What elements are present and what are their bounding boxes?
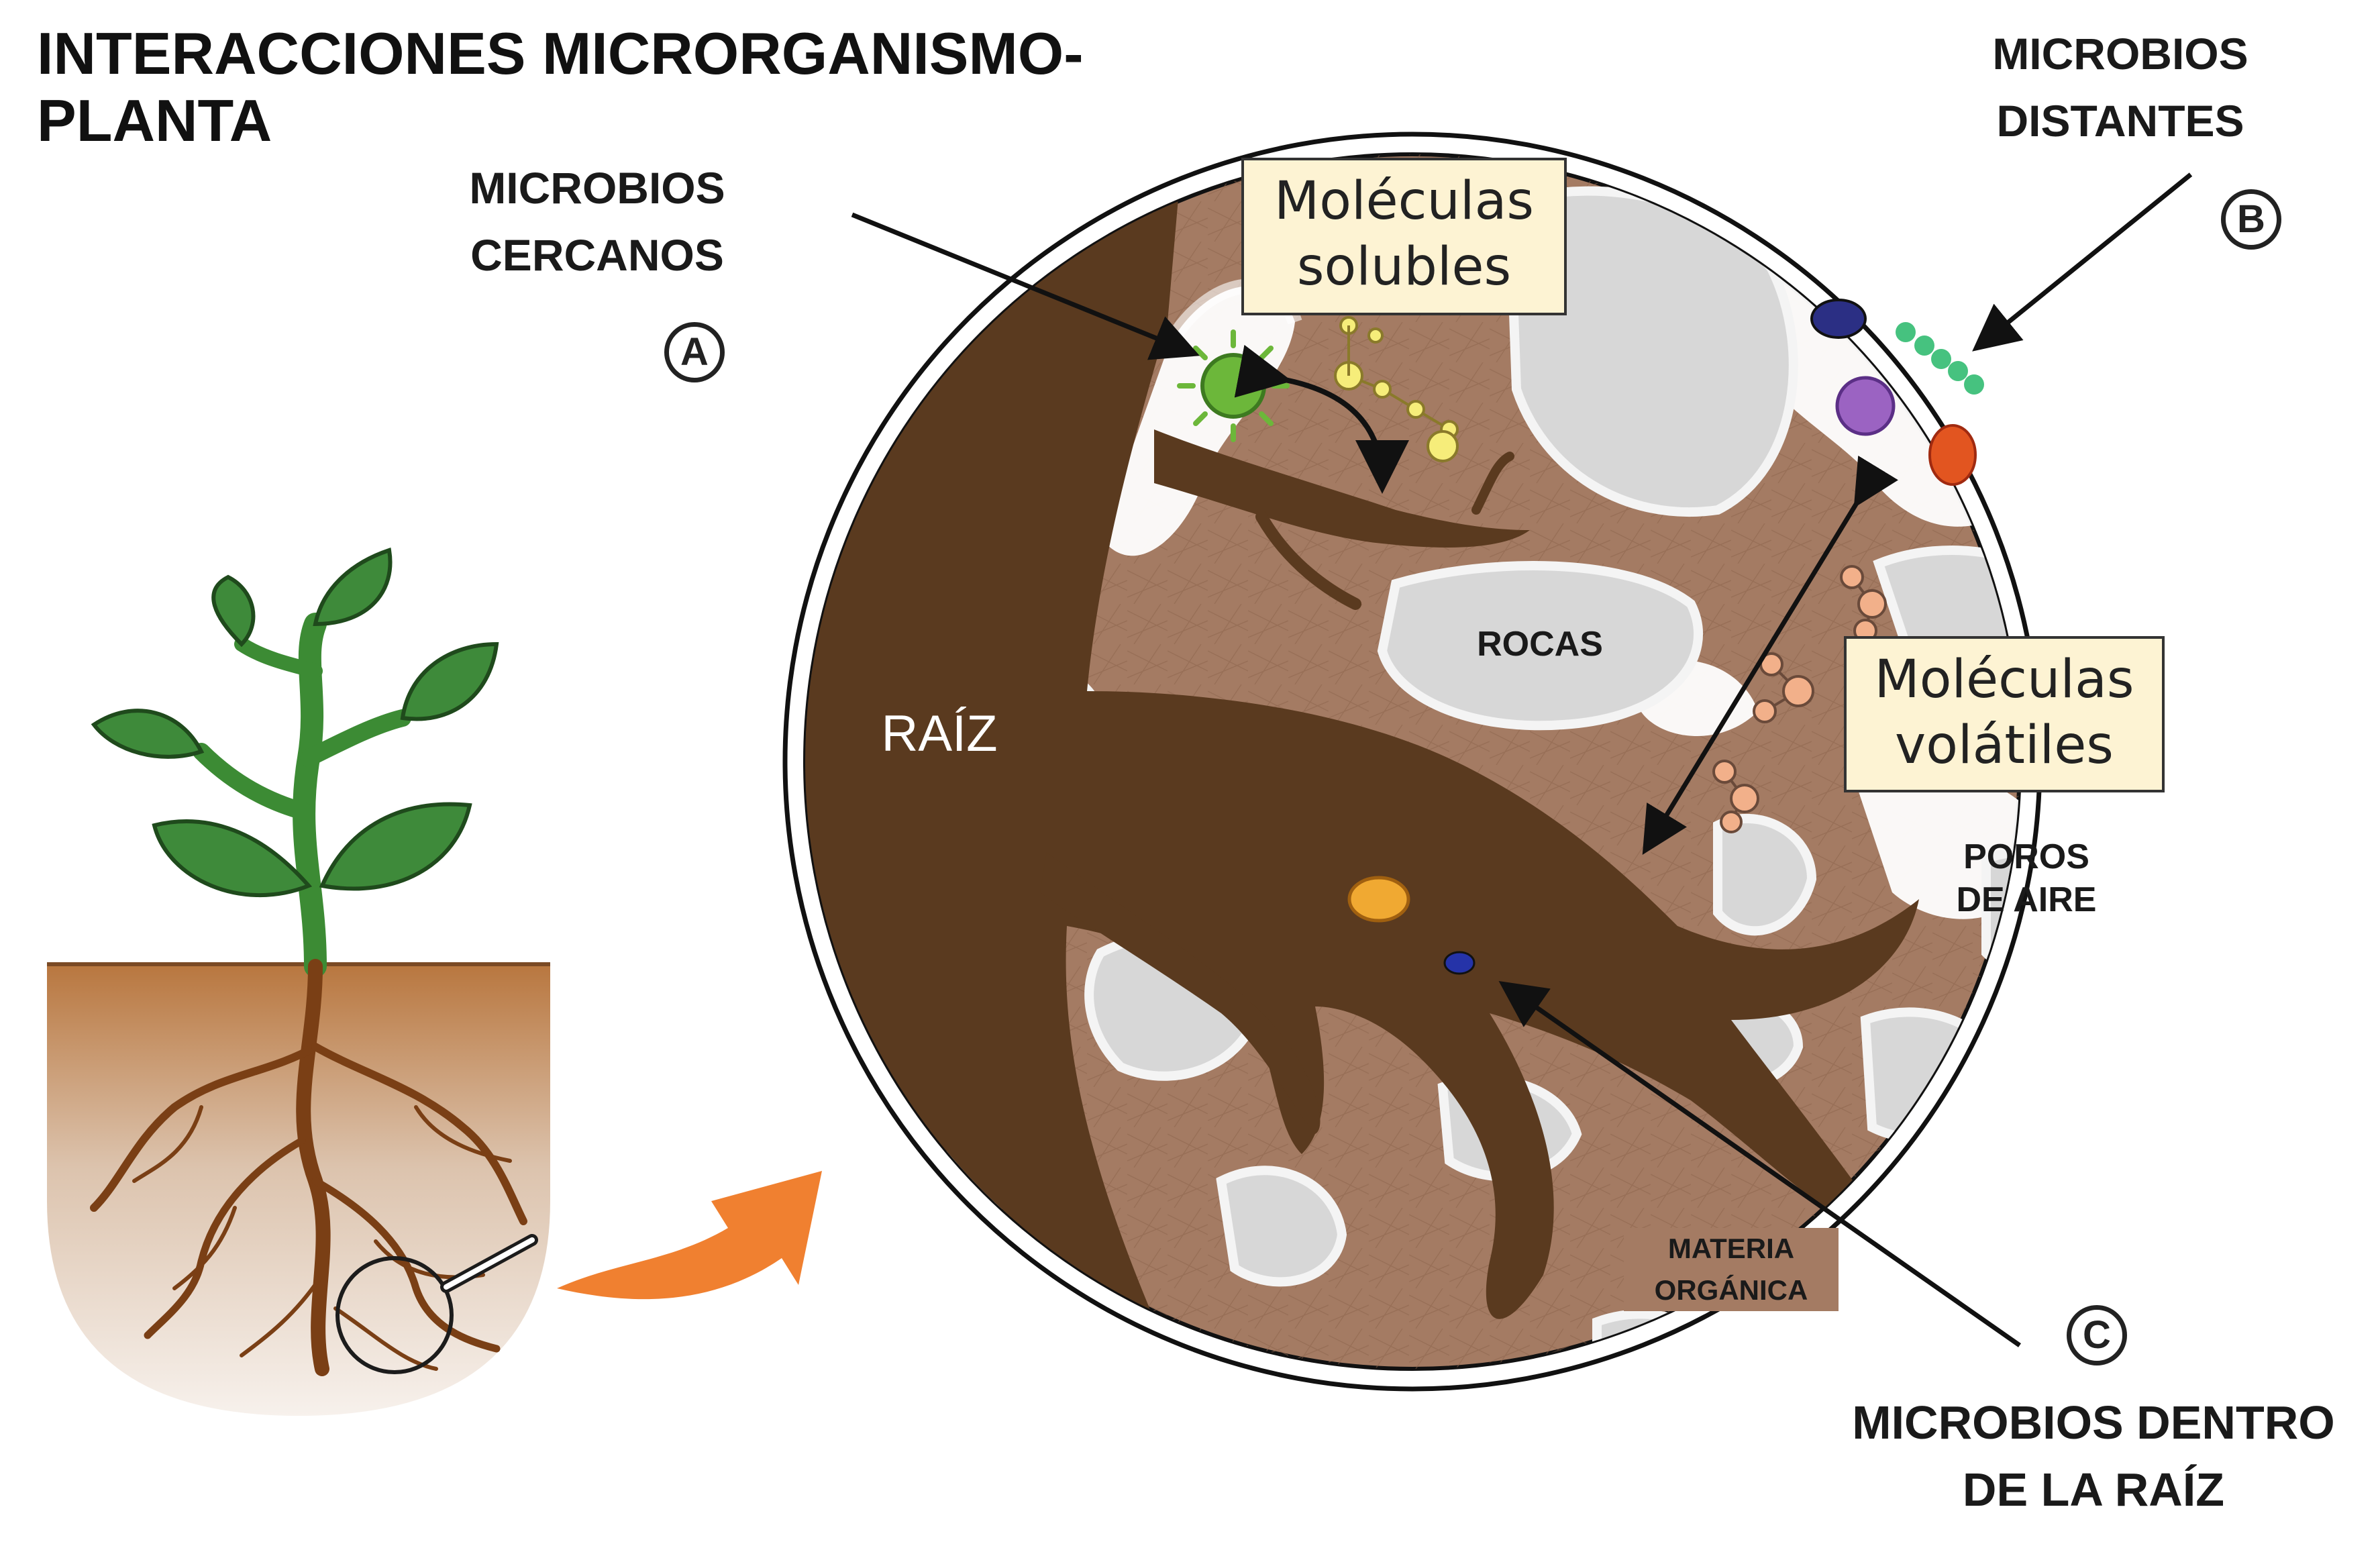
near-microbes-line-2: CERCANOS — [470, 230, 724, 280]
root-label: RAÍZ — [881, 705, 998, 762]
badge-b: B — [2221, 189, 2281, 250]
microbe-icon — [1177, 329, 1290, 442]
rocks-label: ROCAS — [1477, 625, 1603, 664]
plant-icon — [47, 548, 550, 1416]
soluble-molecules-box: Moléculas solubles — [1241, 158, 1567, 315]
microbe-icon — [1810, 299, 1984, 486]
distant-microbes-line-2: DISTANTES — [1996, 96, 2244, 146]
zoom-circle — [782, 132, 2042, 1392]
near-microbes-label: MICROBIOS CERCANOS — [429, 154, 765, 289]
soluble-line-1: Moléculas — [1274, 171, 1535, 231]
air-pores-label: POROS DE AIRE — [1926, 835, 2127, 921]
soluble-line-2: solubles — [1296, 237, 1512, 297]
inside-root-line-2: DE LA RAÍZ — [1962, 1463, 2225, 1516]
microbe-icon — [1347, 876, 1476, 975]
distant-microbes-label: MICROBIOS DISTANTES — [1932, 20, 2308, 154]
inside-root-line-1: MICROBIOS DENTRO — [1852, 1396, 2335, 1449]
inside-root-microbes-label: MICROBIOS DENTRO DE LA RAÍZ — [1812, 1389, 2375, 1523]
volatile-line-2: volátiles — [1895, 715, 2114, 776]
badge-a: A — [664, 322, 725, 382]
title-line-2: PLANTA — [37, 87, 272, 154]
volatile-molecules-box: Moléculas volátiles — [1844, 636, 2165, 792]
volatile-line-1: Moléculas — [1874, 650, 2134, 710]
badge-c: C — [2067, 1305, 2127, 1365]
title-line-1: INTERACCIONES MICRORGANISMO- — [37, 20, 1084, 87]
pointer-arrows — [851, 172, 2193, 1347]
air-pores-line-2: DE AIRE — [1956, 880, 2097, 919]
zoom-arrow-icon — [557, 1171, 822, 1300]
organic-matter-label: MATERIA ORGÁNICA — [1624, 1228, 1839, 1311]
magnifier-icon — [335, 1234, 538, 1374]
distant-microbes-line-1: MICROBIOS — [1992, 29, 2248, 79]
organic-matter-line-1: MATERIA — [1667, 1233, 1795, 1264]
diagram-title: INTERACCIONES MICRORGANISMO- PLANTA — [37, 20, 1084, 154]
near-microbes-line-1: MICROBIOS — [469, 163, 725, 213]
air-pores-line-1: POROS — [1963, 837, 2089, 876]
organic-matter-line-2: ORGÁNICA — [1654, 1274, 1808, 1306]
